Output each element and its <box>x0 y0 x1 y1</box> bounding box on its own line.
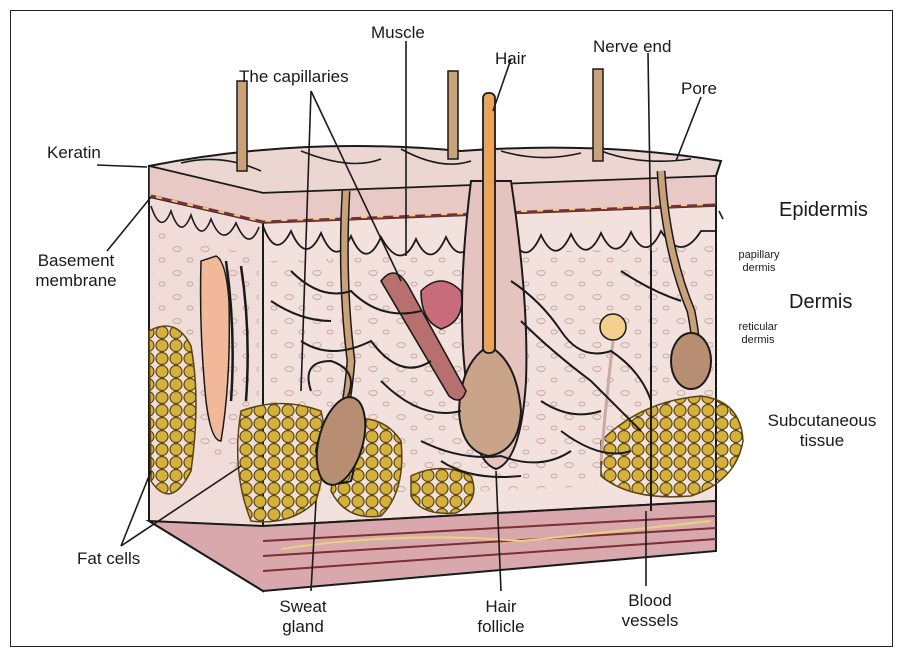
label-subcutaneous-line2: tissue <box>757 431 887 451</box>
fat-cluster-left <box>149 326 196 494</box>
label-follicle-line2: follicle <box>461 617 541 637</box>
label-blood-line2: vessels <box>605 611 695 631</box>
label-fat-cells: Fat cells <box>77 549 140 569</box>
label-sweat-gland: Sweat gland <box>263 597 343 636</box>
label-papillary-line2: dermis <box>729 262 789 275</box>
label-keratin: Keratin <box>47 143 101 163</box>
hair-shaft-1 <box>237 81 247 171</box>
label-muscle: Muscle <box>371 23 425 43</box>
label-blood-vessels: Blood vessels <box>605 591 695 630</box>
main-hair-shaft <box>483 93 495 353</box>
label-hair: Hair <box>495 49 526 69</box>
label-basement-line1: Basement <box>21 251 131 271</box>
label-epidermis: Epidermis <box>779 199 868 222</box>
label-hair-follicle: Hair follicle <box>461 597 541 636</box>
label-papillary-line1: papillary <box>729 249 789 262</box>
label-follicle-line1: Hair <box>461 597 541 617</box>
diagram-frame: Keratin The capillaries Muscle Hair Nerv… <box>10 10 893 647</box>
label-basement-membrane: Basement membrane <box>21 251 131 290</box>
pore-gland-body <box>671 333 711 389</box>
label-nerve-end: Nerve end <box>593 37 671 57</box>
label-pore: Pore <box>681 79 717 99</box>
hair-shaft-2 <box>448 71 458 159</box>
label-reticular-dermis: reticular dermis <box>727 321 789 346</box>
hair-shaft-3 <box>593 69 603 161</box>
label-reticular-line2: dermis <box>727 334 789 347</box>
nerve-ending <box>600 314 626 340</box>
label-blood-line1: Blood <box>605 591 695 611</box>
fat-cluster-center <box>411 469 474 514</box>
label-capillaries: The capillaries <box>239 67 349 87</box>
label-subcutaneous-tissue: Subcutaneous tissue <box>757 411 887 450</box>
fat-cluster-sweat <box>238 404 325 522</box>
label-papillary-dermis: papillary dermis <box>729 249 789 274</box>
label-sweat-line2: gland <box>263 617 343 637</box>
label-basement-line2: membrane <box>21 271 131 291</box>
label-sweat-line1: Sweat <box>263 597 343 617</box>
label-reticular-line1: reticular <box>727 321 789 334</box>
label-subcutaneous-line1: Subcutaneous <box>757 411 887 431</box>
label-dermis: Dermis <box>789 291 852 314</box>
